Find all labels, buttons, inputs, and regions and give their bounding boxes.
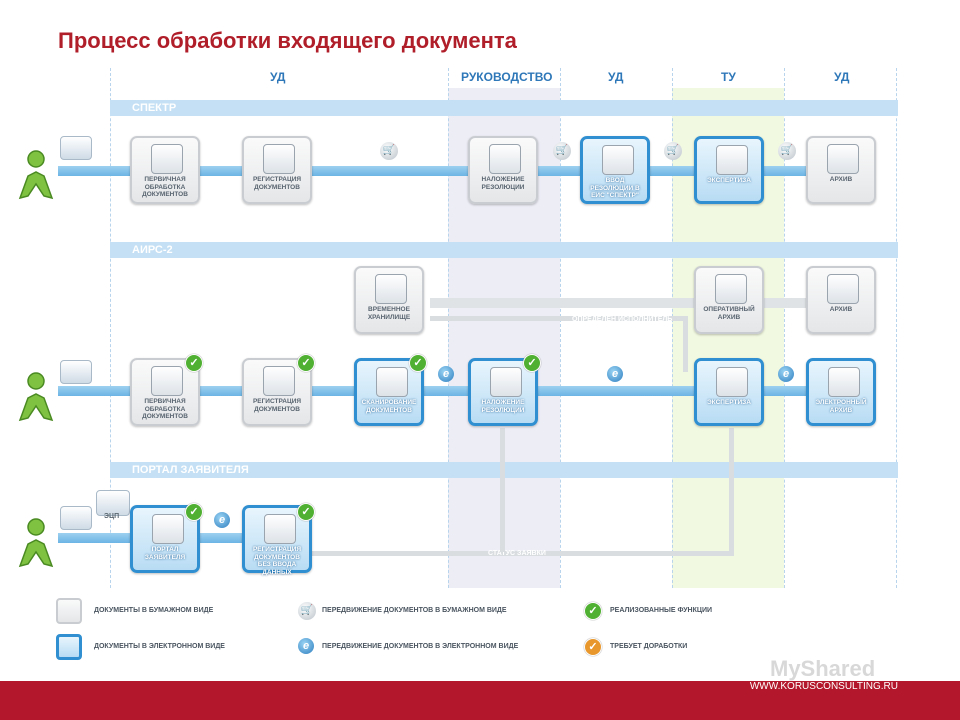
check-icon: ✓ xyxy=(584,602,602,620)
column-header-tu: ТУ xyxy=(721,70,736,84)
legend-paper-swatch xyxy=(56,598,82,624)
archive-cabinet-icon xyxy=(827,144,859,174)
legend-electronic-swatch xyxy=(56,634,82,660)
legend-paper-move: ПЕРЕДВИЖЕНИЕ ДОКУМЕНТОВ В БУМАЖНОМ ВИДЕ xyxy=(322,607,507,614)
check-icon: ✓ xyxy=(297,503,315,521)
check-icon: ✓ xyxy=(409,354,427,372)
cart-icon: 🛒 xyxy=(380,142,398,160)
box-resolution-input-spectr: ВВОД РЕЗОЛЮЦИИ В ЕИС "СПЕКТР" xyxy=(580,136,650,204)
legend-needs-work: ТРЕБУЕТ ДОРАБОТКИ xyxy=(610,643,688,650)
box-expertise-airs: ЭКСПЕРТИЗА xyxy=(694,358,764,426)
box-archive-spectr: АРХИВ xyxy=(806,136,876,204)
executor-connector xyxy=(430,316,686,321)
check-todo-icon: ✓ xyxy=(584,638,602,656)
column-divider xyxy=(448,68,449,588)
document-stack-icon xyxy=(264,514,296,544)
legend-implemented: РЕАЛИЗОВАННЫЕ ФУНКЦИИ xyxy=(610,607,713,614)
footer-bar xyxy=(0,681,960,720)
document-stamp-icon xyxy=(490,367,522,397)
column-divider xyxy=(896,68,897,588)
person-icon xyxy=(18,150,54,200)
legend-electronic-docs: ДОКУМЕНТЫ В ЭЛЕКТРОННОМ ВИДЕ xyxy=(94,643,225,650)
column-divider xyxy=(560,68,561,588)
check-icon: ✓ xyxy=(185,503,203,521)
cart-icon: 🛒 xyxy=(298,602,316,620)
monitor-icon xyxy=(152,514,184,544)
archive-cabinet-icon xyxy=(827,274,859,304)
document-pen-icon xyxy=(602,145,634,175)
lane-label-portal: ПОРТАЛ ЗАЯВИТЕЛЯ xyxy=(132,464,249,476)
electronic-transfer-icon: e xyxy=(298,638,314,654)
executor-connector-label: ОПРЕДЕЛЕН ИСПОЛНИТЕЛЬ xyxy=(572,316,673,323)
column-divider xyxy=(672,68,673,588)
column-divider xyxy=(110,68,111,588)
check-icon: ✓ xyxy=(523,354,541,372)
check-icon: ✓ xyxy=(185,354,203,372)
portal-to-resolution-connector xyxy=(500,428,505,552)
column-header-ud-3: УД xyxy=(834,70,850,84)
gears-icon xyxy=(716,367,748,397)
lane-header-spectr xyxy=(110,100,898,116)
legend-paper-docs: ДОКУМЕНТЫ В БУМАЖНОМ ВИДЕ xyxy=(94,607,214,614)
pdf-document-icon xyxy=(376,367,408,397)
check-icon: ✓ xyxy=(297,354,315,372)
electronic-transfer-icon: e xyxy=(214,512,230,528)
box-primary-processing-airs: ПЕРВИЧНАЯ ОБРАБОТКА ДОКУМЕНТОВ xyxy=(130,358,200,426)
lane-header-airs xyxy=(110,242,898,258)
cart-icon: 🛒 xyxy=(664,142,682,160)
envelope-icon xyxy=(60,136,92,160)
page-title: Процесс обработки входящего документа xyxy=(58,28,517,53)
file-cabinet-icon xyxy=(715,274,747,304)
box-expertise-spectr: ЭКСПЕРТИЗА xyxy=(694,136,764,204)
person-icon xyxy=(18,372,54,422)
document-pen-icon xyxy=(151,144,183,174)
box-temporary-storage: ВРЕМЕННОЕ ХРАНИЛИЩЕ xyxy=(354,266,424,334)
signature-icon xyxy=(96,490,130,516)
box-electronic-archive: ЭЛЕКТРОННЫЙ АРХИВ xyxy=(806,358,876,426)
signature-label: ЭЦП xyxy=(104,513,120,520)
expertise-to-status-connector xyxy=(729,428,734,553)
electronic-transfer-icon: e xyxy=(438,366,454,382)
folder-icon xyxy=(375,274,407,304)
document-arrow-icon xyxy=(263,144,295,174)
gears-icon xyxy=(716,145,748,175)
lane-label-airs: АИРС-2 xyxy=(132,244,173,256)
status-connector xyxy=(312,551,734,556)
box-archive-airs: АРХИВ xyxy=(806,266,876,334)
box-resolution-spectr: НАЛОЖЕНИЕ РЕЗОЛЮЦИИ xyxy=(468,136,538,204)
column-divider xyxy=(784,68,785,588)
electronic-transfer-icon: e xyxy=(607,366,623,382)
person-icon xyxy=(18,518,54,568)
box-registration-spectr: РЕГИСТРАЦИЯ ДОКУМЕНТОВ xyxy=(242,136,312,204)
cart-icon: 🛒 xyxy=(778,142,796,160)
executor-connector-vertical xyxy=(683,316,688,372)
barcode-document-icon xyxy=(263,366,295,396)
cart-icon: 🛒 xyxy=(553,142,571,160)
envelope-icon xyxy=(60,506,92,530)
flow-arrow-spectr xyxy=(58,166,870,176)
status-connector-label: СТАТУС ЗАЯВКИ xyxy=(488,550,546,557)
document-pen-icon xyxy=(151,366,183,396)
box-operational-archive: ОПЕРАТИВНЫЙ АРХИВ xyxy=(694,266,764,334)
legend-electronic-move: ПЕРЕДВИЖЕНИЕ ДОКУМЕНТОВ В ЭЛЕКТРОННОМ ВИ… xyxy=(322,643,519,650)
flow-arrow-airs xyxy=(58,386,870,396)
column-header-ud-2: УД xyxy=(608,70,624,84)
column-header-ud-1: УД xyxy=(270,70,286,84)
envelope-icon xyxy=(60,360,92,384)
lane-label-spectr: СПЕКТР xyxy=(132,102,177,114)
watermark-logo: MyShared xyxy=(770,656,876,681)
electronic-transfer-icon: e xyxy=(778,366,794,382)
flow-arrow-airs-upper xyxy=(430,298,870,308)
database-icon xyxy=(828,367,860,397)
footer-url: WWW.KORUSCONSULTING.RU xyxy=(749,681,898,692)
box-primary-processing-spectr: ПЕРВИЧНАЯ ОБРАБОТКА ДОКУМЕНТОВ xyxy=(130,136,200,204)
box-scanning-airs: СКАНИРОВАНИЕ ДОКУМЕНТОВ xyxy=(354,358,424,426)
column-header-management: РУКОВОДСТВО xyxy=(461,70,553,84)
document-stamp-icon xyxy=(489,144,521,174)
